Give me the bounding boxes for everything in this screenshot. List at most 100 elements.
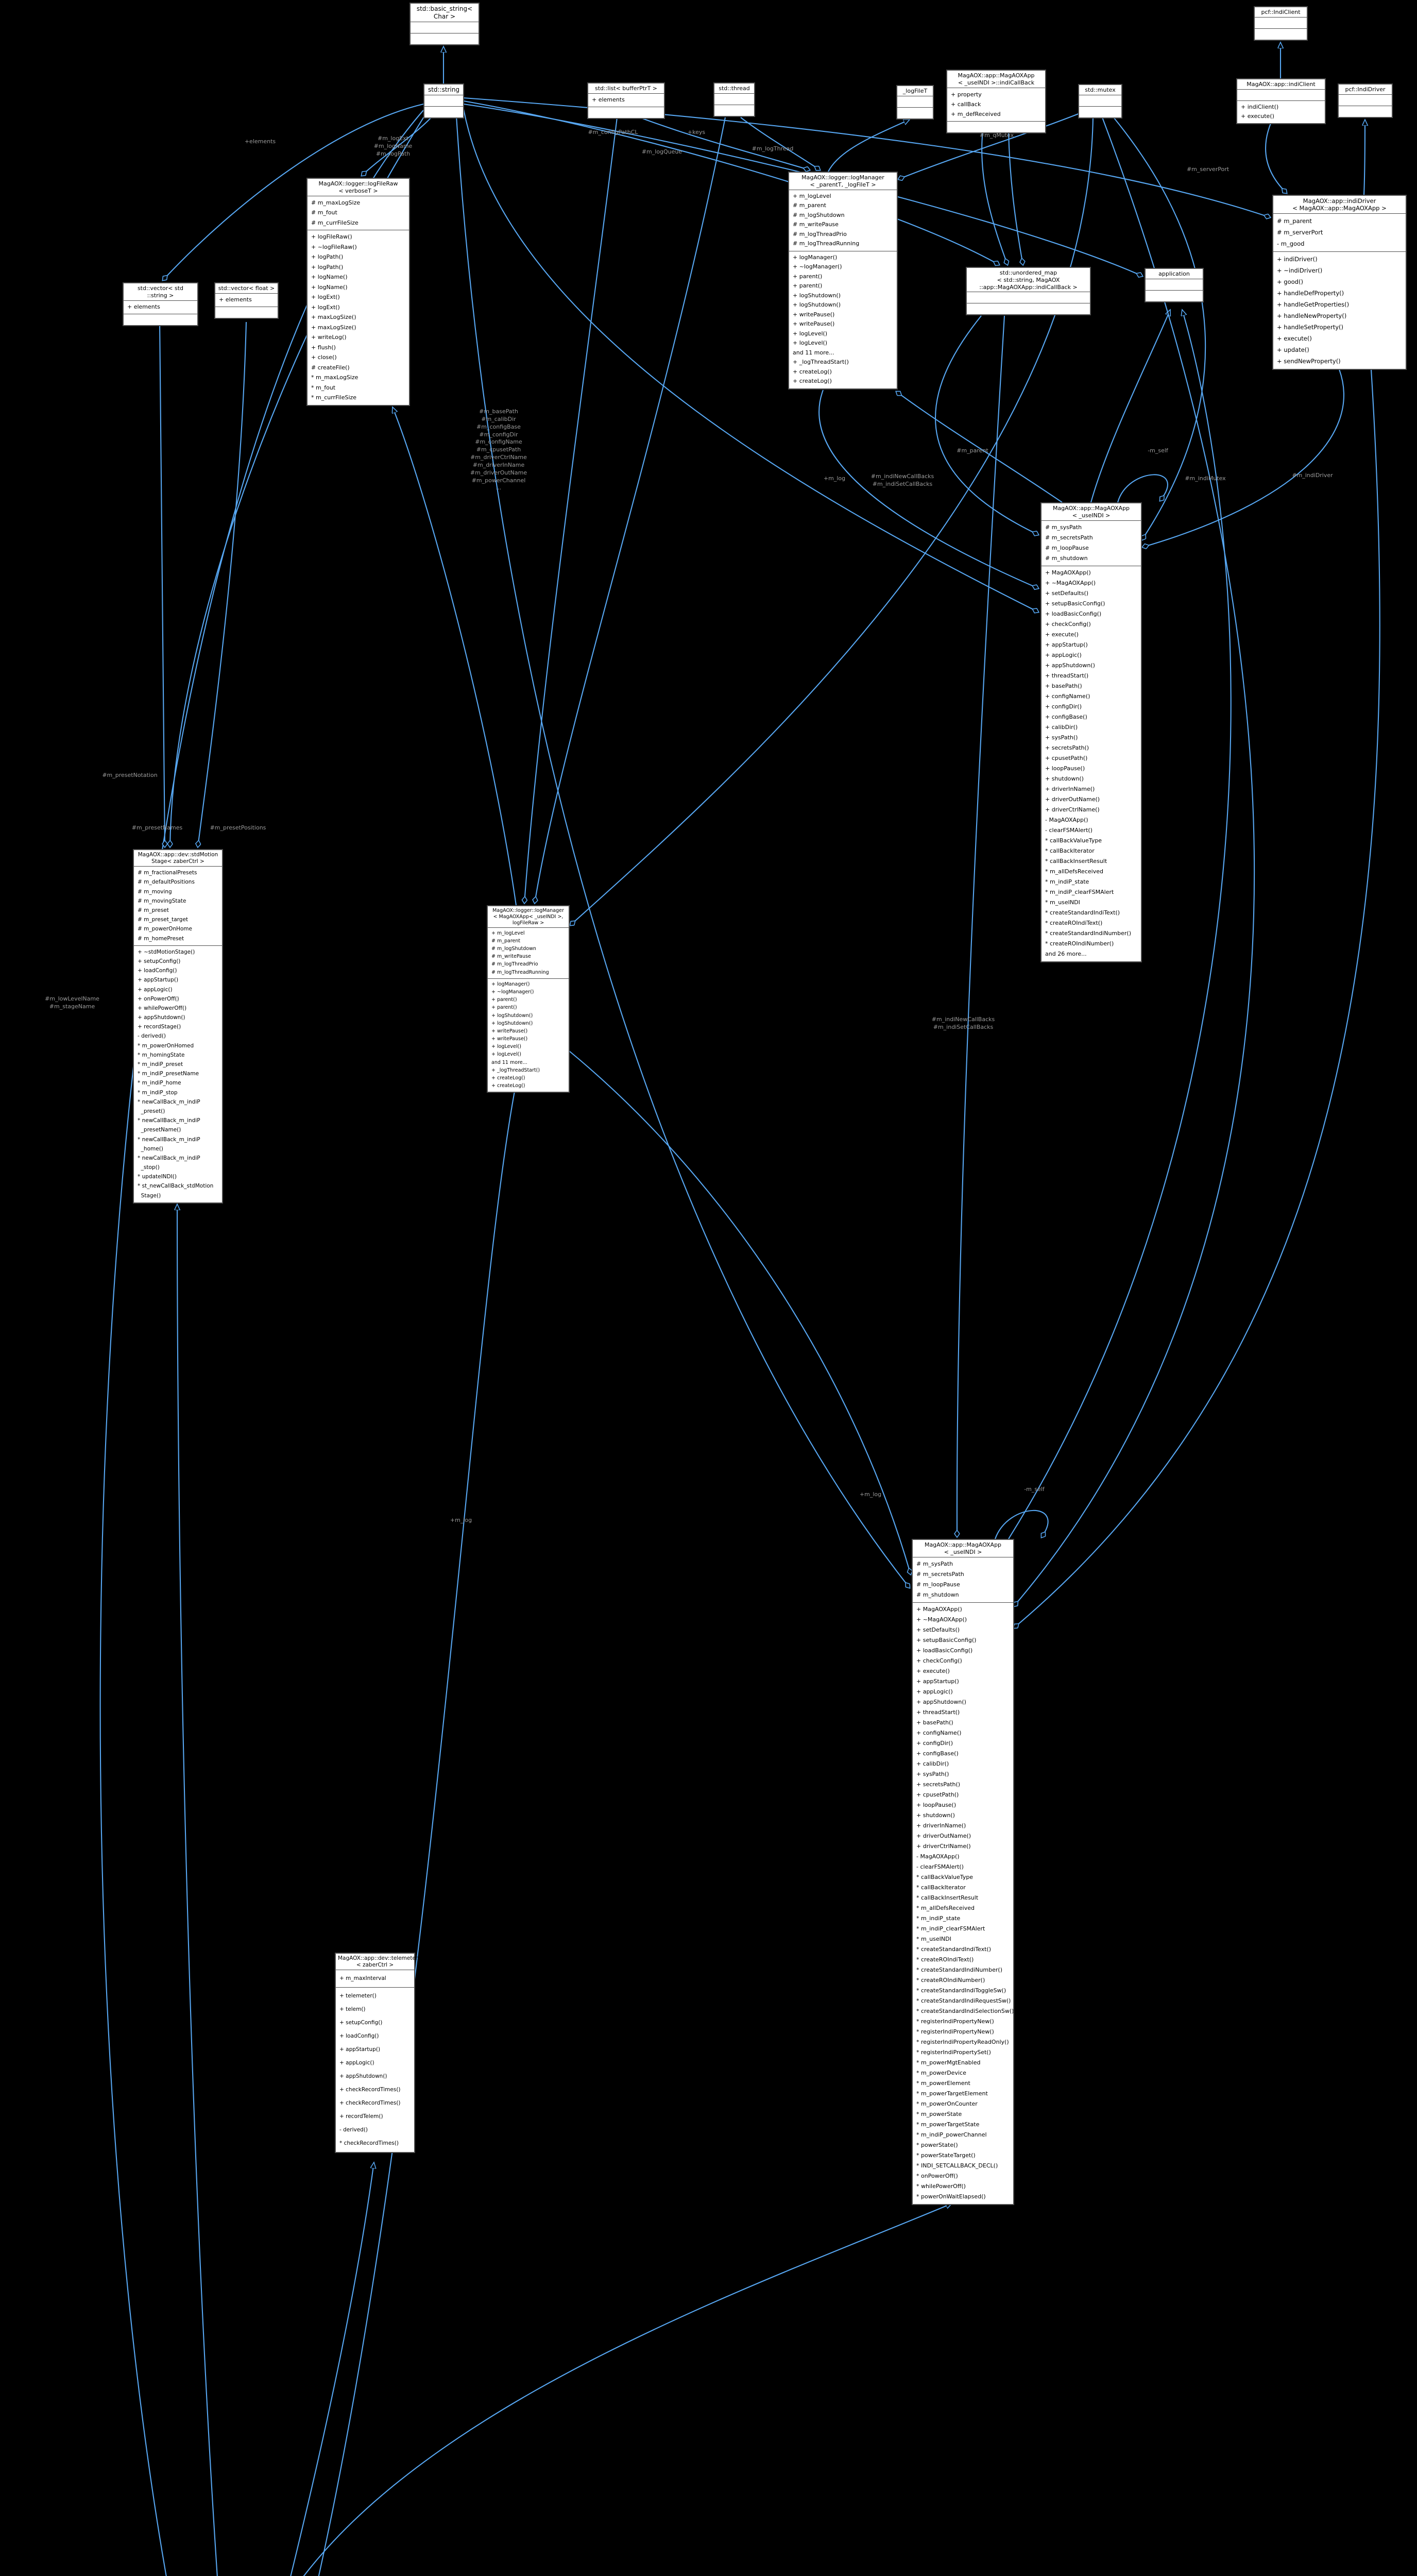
- edge: [1117, 474, 1168, 503]
- member-row: # m_parent: [793, 202, 826, 209]
- member-row: + basePath(): [1045, 682, 1082, 689]
- member-row: * createROIndiNumber(): [916, 1976, 985, 1984]
- class-std-list-bufferptrt[interactable]: std::list< bufferPtrT >+ elements: [587, 82, 665, 119]
- edge: [362, 115, 433, 176]
- edge: [1265, 122, 1287, 193]
- member-row: + handleDefProperty(): [1277, 289, 1344, 297]
- class-std-vector-float[interactable]: std::vector< float >+ elements: [214, 282, 279, 319]
- member-row: + secretsPath(): [916, 1781, 961, 1788]
- class-logfileraw[interactable]: MagAOX::logger::logFileRaw< verboseT ># …: [306, 178, 410, 406]
- class-title-line: application: [1158, 270, 1190, 277]
- member-row: * callBackValueType: [916, 1873, 974, 1880]
- edge-label-line: +keys: [687, 129, 706, 135]
- member-row: + loopPause(): [1045, 765, 1085, 772]
- class-title: MagAOX::app::indiClient: [1237, 79, 1325, 89]
- class-title: MagAOX::logger::logFileRaw< verboseT >: [308, 179, 409, 196]
- class-std-mutex[interactable]: std::mutex: [1078, 84, 1122, 118]
- attributes-compartment: + elements: [124, 300, 197, 314]
- class-title-line: MagAOX::app::indiClient: [1247, 81, 1316, 88]
- member-row: * m_fout: [311, 384, 336, 391]
- member-row: * m_homingState: [138, 1052, 185, 1058]
- member-row: + driverCtrlName(): [1045, 806, 1100, 813]
- member-row: + secretsPath(): [1045, 744, 1089, 751]
- class-title-line: MagAOX::app::MagAOXApp: [1052, 505, 1130, 512]
- class-title-line: std::list< bufferPtrT >: [594, 85, 658, 92]
- class-magaox-indiclient[interactable]: MagAOX::app::indiClient+ indiClient()+ e…: [1236, 78, 1326, 124]
- class-pcf-indiclient[interactable]: pcf::IndiClient: [1254, 6, 1308, 41]
- class-std-string[interactable]: std::string: [423, 83, 464, 118]
- member-row: + _logThreadStart(): [793, 359, 849, 365]
- attributes-compartment: [967, 292, 1090, 303]
- member-row: * m_powerOnHomed: [138, 1042, 194, 1049]
- class-logmanager-zaber[interactable]: MagAOX::logger::logManager< MagAOXApp< _…: [487, 905, 570, 1093]
- class-title: std::string: [424, 84, 463, 95]
- member-row: - clearFSMAlert(): [1045, 826, 1092, 834]
- member-row: * createStandardIndiToggleSw(): [916, 1987, 1006, 1994]
- class-magaoxapp-1[interactable]: MagAOX::app::MagAOXApp< _useINDI ># m_sy…: [1040, 502, 1142, 962]
- class-application[interactable]: application: [1145, 268, 1204, 302]
- class-title-line: std::string: [428, 86, 460, 93]
- class-title-line: MagAOX::logger::logManager: [492, 908, 564, 913]
- edge-label-line: #m_powerChannel: [471, 477, 526, 484]
- attributes-compartment: + property+ callBack+ m_defReceived: [947, 87, 1045, 121]
- class-title: MagAOX::app::MagAOXApp< _useINDI >: [913, 1540, 1013, 1557]
- member-row: + execute(): [1241, 112, 1274, 120]
- edge: [740, 117, 820, 170]
- class-title: application: [1146, 269, 1203, 279]
- edge-label: #m_qMutex: [980, 132, 1014, 140]
- member-row: * m_indiP_presetName: [138, 1071, 199, 1077]
- attributes-compartment: # m_sysPath# m_secretsPath# m_loopPause#…: [913, 1556, 1013, 1602]
- member-row: # m_logThreadPrio: [491, 961, 538, 968]
- member-row: + loadConfig(): [138, 968, 177, 974]
- member-row: * m_indiP_state: [916, 1914, 961, 1922]
- edge: [1008, 310, 1232, 1539]
- class-magaoxapp-2[interactable]: MagAOX::app::MagAOXApp< _useINDI ># m_sy…: [912, 1539, 1014, 2205]
- member-row: * m_powerMgtEnabled: [916, 2059, 981, 2066]
- member-row: * st_newCallBack_stdMotion: [138, 1183, 214, 1190]
- member-row: * m_indiP_state: [1045, 878, 1089, 885]
- member-row: + setupBasicConfig(): [916, 1636, 977, 1643]
- edge-label-line: #m_indiDriver: [1292, 472, 1333, 479]
- member-row: + writePause(): [793, 320, 835, 327]
- attributes-compartment: [714, 93, 754, 105]
- class-title: std::mutex: [1079, 85, 1121, 95]
- edge-label: +m_log: [824, 475, 845, 483]
- edge: [898, 113, 1080, 179]
- member-row: * m_useINDI: [916, 1935, 951, 1942]
- class-std-basic-string[interactable]: std::basic_string<Char >: [409, 3, 480, 45]
- edge-label: #m_presetNames: [132, 824, 182, 832]
- member-row: + appStartup(): [916, 1677, 959, 1685]
- member-row: + elements: [592, 96, 625, 103]
- class-logfilet[interactable]: _logFileT: [896, 85, 934, 120]
- edge-label-line: #m_presetPositions: [210, 824, 266, 831]
- class-title: _logFileT: [897, 86, 933, 96]
- edge-label-line: #m_indiMutex: [1185, 475, 1226, 482]
- class-telemeter[interactable]: MagAOX::app::dev::telemeter< zaberCtrl >…: [335, 1953, 418, 2154]
- member-row: # m_moving: [138, 888, 172, 895]
- class-std-unordered-map[interactable]: std::unordered_map< std::string, MagAOX:…: [966, 267, 1091, 316]
- class-std-vector-string[interactable]: std::vector< std::string >+ elements: [123, 282, 198, 326]
- member-row: # m_shutdown: [1045, 554, 1088, 562]
- member-row: + _logThreadStart(): [491, 1067, 540, 1073]
- member-row: + logLevel(): [793, 330, 828, 337]
- class-pcf-indidriver[interactable]: pcf::IndiDriver: [1338, 83, 1393, 118]
- member-row: + writeLog(): [311, 334, 347, 341]
- member-row: * m_allDefsReceived: [916, 1904, 975, 1911]
- class-title-line: pcf::IndiClient: [1261, 9, 1301, 15]
- member-row: - MagAOXApp(): [916, 1853, 960, 1860]
- edge-label-line: #m_lowLevelName: [45, 995, 99, 1002]
- member-row: + checkRecordTimes(): [339, 2087, 401, 2093]
- member-row: # m_logShutdown: [793, 211, 845, 218]
- member-row: + logShutdown(): [491, 1012, 533, 1019]
- edge: [957, 315, 1005, 1537]
- class-logmanager-generic[interactable]: MagAOX::logger::logManager< _parentT, _l…: [788, 172, 898, 389]
- class-indicallback[interactable]: MagAOX::app::MagAOXApp< _useINDI >::indi…: [946, 70, 1046, 133]
- edge-label: #m_configPathCL: [588, 129, 638, 137]
- edge: [535, 117, 726, 903]
- class-std-thread[interactable]: std::thread: [713, 82, 755, 117]
- class-magaox-indidriver[interactable]: MagAOX::app::indiDriver< MagAOX::app::Ma…: [1272, 195, 1407, 370]
- member-row: + checkConfig(): [1045, 620, 1091, 628]
- member-row: # m_writePause: [793, 221, 839, 228]
- member-row: + elements: [219, 296, 252, 303]
